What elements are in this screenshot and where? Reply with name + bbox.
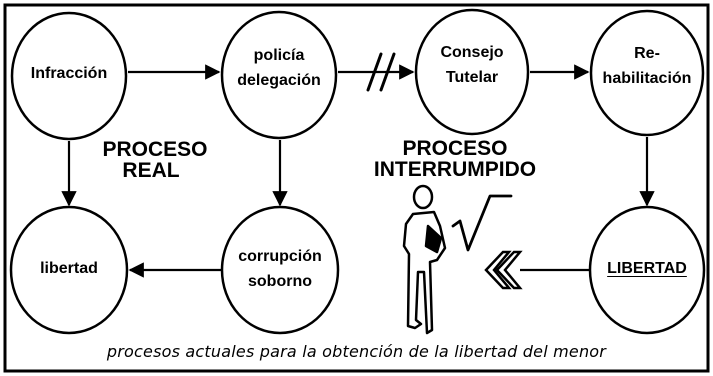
node-circle-infraccion xyxy=(10,11,128,141)
node-circle-libertad-final xyxy=(588,205,706,335)
label-proceso-interrumpido: PROCESO INTERRUMPIDO xyxy=(365,137,545,181)
node-corrupcion-line2: soborno xyxy=(248,272,312,290)
node-corrupcion-line1: corrupción xyxy=(238,248,322,265)
node-label-infraccion: Infracción xyxy=(9,62,129,87)
node-circle-libertad xyxy=(9,205,129,335)
node-label-libertad: libertad xyxy=(9,257,129,282)
label-proceso-interrumpido-line1: PROCESO xyxy=(402,137,508,160)
node-circle-consejo xyxy=(414,8,530,136)
label-proceso-real: PROCESO REAL xyxy=(100,138,210,181)
node-consejo-line1: Consejo xyxy=(440,44,504,61)
interruption-slash-icon xyxy=(366,52,396,92)
outer-frame xyxy=(3,3,710,373)
person-icon xyxy=(402,184,447,335)
node-policia-line1: policía xyxy=(253,47,305,64)
node-libertad-final-text: LIBERTAD xyxy=(607,260,687,277)
node-rehabilitacion-line1: Re- xyxy=(634,45,660,62)
node-libertad-text: libertad xyxy=(40,260,98,277)
diagram-caption: procesos actuales para la obtención de l… xyxy=(106,342,607,361)
double-chevron-left-icon xyxy=(484,250,523,290)
node-rehabilitacion-line2: habilitación xyxy=(602,69,692,87)
node-label-consejo: Consejo Tutelar xyxy=(412,41,532,91)
node-label-policia: policía delegación xyxy=(219,44,339,94)
checkmark-icon xyxy=(451,194,513,252)
node-circle-corrupcion xyxy=(220,205,340,335)
node-label-rehabilitacion: Re- habilitación xyxy=(587,42,707,92)
label-proceso-real-line1: PROCESO xyxy=(102,138,208,161)
node-policia-line2: delegación xyxy=(237,71,321,89)
node-infraccion-text: Infracción xyxy=(30,65,108,82)
label-proceso-real-line2: REAL xyxy=(122,158,180,182)
node-label-corrupcion: corrupción soborno xyxy=(220,245,340,295)
node-circle-policia xyxy=(220,10,338,140)
node-label-libertad-final: LIBERTAD xyxy=(587,257,707,282)
label-proceso-interrumpido-line2: INTERRUMPIDO xyxy=(373,157,537,181)
node-consejo-line2: Tutelar xyxy=(445,68,499,86)
node-circle-rehabilitacion xyxy=(589,9,705,137)
